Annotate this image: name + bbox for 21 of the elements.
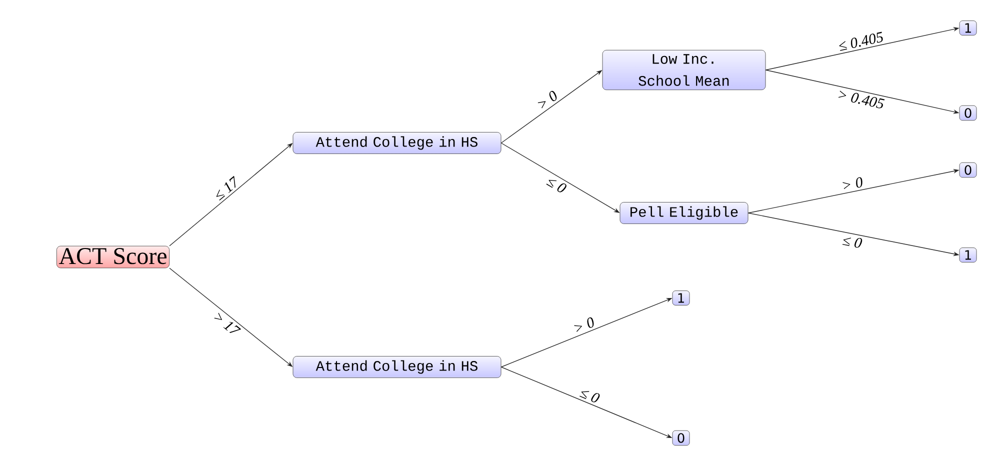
decision-box: Attend College in HS: [292, 356, 502, 378]
edge-label: > 0: [574, 317, 594, 332]
leaf-box: 1: [959, 20, 977, 36]
edge-label: > 0: [538, 90, 557, 108]
edge-label: ≤ 0: [842, 238, 862, 248]
decision-box: Low Inc. School Mean: [602, 50, 766, 90]
decision-box: Attend College in HS: [292, 132, 502, 154]
edge-label: ≤ 0.405: [839, 32, 883, 51]
root-node-box: ACT Score: [56, 246, 170, 268]
edge-label: ≤ 17: [216, 176, 236, 201]
edge-label: ≤ 0: [546, 180, 566, 192]
leaf-box: 1: [672, 290, 690, 306]
leaf-box: 0: [959, 105, 977, 121]
edge-label: > 0: [842, 177, 862, 190]
edge-label: > 0.405: [838, 90, 885, 108]
edge-label: ≤ 0: [580, 391, 600, 402]
leaf-box: 0: [959, 162, 977, 178]
leaf-box: 1: [959, 248, 977, 262]
edge-label: > 17: [214, 312, 242, 333]
decision-box: Pell Eligible: [620, 202, 748, 224]
leaf-box: 0: [672, 430, 690, 446]
